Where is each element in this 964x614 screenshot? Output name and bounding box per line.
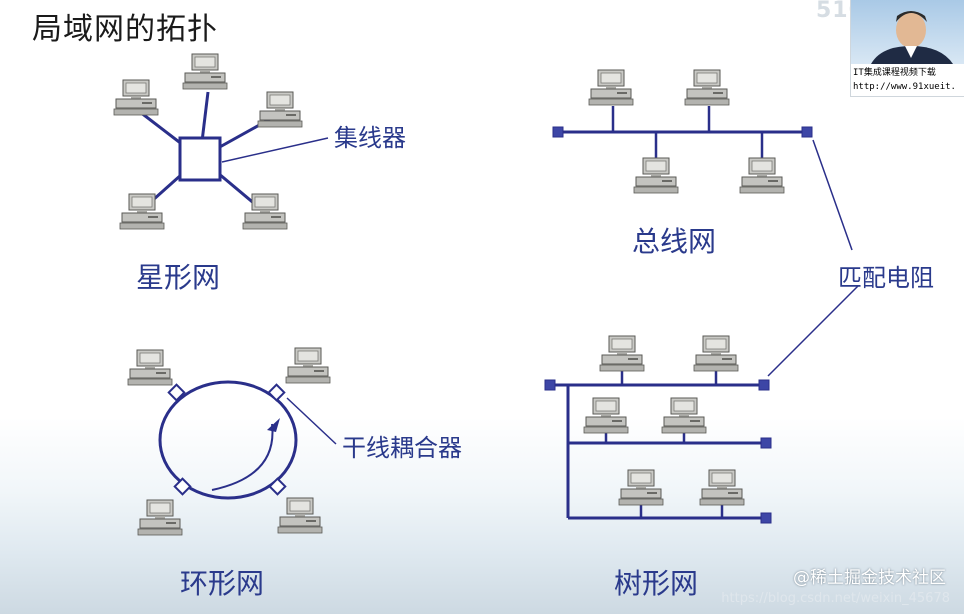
computer-workstation-icon [257, 91, 303, 128]
terminator-square-icon [544, 379, 556, 391]
computer-workstation-icon [661, 397, 707, 434]
lecturer-thumbnail: IT集成课程视频下载 http://www.91xueit. [850, 0, 964, 97]
star-network-label: 星形网 [136, 261, 221, 294]
computer-workstation-icon [119, 193, 165, 230]
coupler-diamond-icon [267, 383, 286, 402]
computer-workstation-icon [739, 157, 785, 194]
terminator-square-icon [552, 126, 564, 138]
computer-workstation-icon [633, 157, 679, 194]
ring-direction-arrow [211, 423, 274, 491]
terminator-square-icon [758, 379, 770, 391]
lecturer-caption-line2: http://www.91xueit. [853, 82, 956, 92]
site-watermark: @稀土掘金技术社区 [793, 568, 946, 588]
lecturer-photo [851, 0, 964, 64]
hub-box [178, 136, 222, 182]
coupler-diamond-icon [173, 477, 192, 496]
hub-label: 集线器 [334, 124, 406, 152]
coupler-callout-line [286, 397, 337, 445]
computer-workstation-icon [699, 469, 745, 506]
ring-network-label: 环形网 [180, 567, 265, 600]
computer-workstation-icon [599, 335, 645, 372]
bus-network [552, 69, 853, 251]
terminator-square-icon [801, 126, 813, 138]
tree-network [544, 285, 859, 524]
tree-network-label: 树形网 [614, 567, 699, 600]
terminator-callout-line [812, 139, 853, 251]
computer-workstation-icon [113, 79, 159, 116]
person-figure-icon [871, 11, 953, 64]
coupler-diamond-icon [268, 477, 287, 496]
terminator-callout-line [767, 285, 859, 377]
coupler-diamond-icon [167, 383, 186, 402]
terminator-square-icon [760, 437, 772, 449]
coupler-label: 干线耦合器 [342, 434, 462, 462]
computer-workstation-icon [684, 69, 730, 106]
lecturer-caption: IT集成课程视频下载 http://www.91xueit. [853, 66, 956, 94]
ring-network [127, 347, 337, 536]
terminator-label: 匹配电阻 [838, 264, 934, 292]
computer-workstation-icon [182, 53, 228, 90]
ring-trunk [158, 380, 298, 500]
source-url-watermark: https://blog.csdn.net/weixin_45678 [721, 591, 950, 606]
arrowhead-icon [267, 418, 280, 432]
lecturer-caption-line1: IT集成课程视频下载 [853, 68, 936, 78]
computer-workstation-icon [618, 469, 664, 506]
computer-workstation-icon [277, 497, 323, 534]
terminator-square-icon [760, 512, 772, 524]
hub-callout-line [221, 137, 329, 163]
bus-network-label: 总线网 [632, 225, 717, 258]
slide-title: 局域网的拓扑 [32, 12, 218, 47]
computer-workstation-icon [137, 499, 183, 536]
computer-workstation-icon [588, 69, 634, 106]
star-network [113, 53, 329, 230]
computer-workstation-icon [127, 349, 173, 386]
computer-workstation-icon [693, 335, 739, 372]
computer-workstation-icon [583, 397, 629, 434]
computer-workstation-icon [285, 347, 331, 384]
